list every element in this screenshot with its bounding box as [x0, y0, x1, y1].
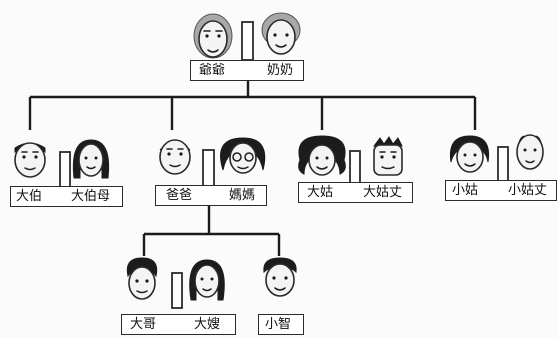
aunt-elder-couple-label-box: 大姑 大姑丈 — [298, 182, 413, 203]
dad-face-icon — [159, 139, 191, 175]
aunt-elder-face-icon — [298, 135, 346, 176]
brother-couple-divider — [171, 272, 183, 309]
uncle-label: 大伯 — [16, 189, 43, 204]
elder-brother-face-icon — [126, 257, 158, 300]
grandpa-face-icon — [193, 13, 233, 59]
aunt-elder-wife-face-icon — [72, 139, 110, 179]
grandpa-label: 爺爺 — [199, 63, 226, 78]
me-face-icon — [263, 257, 297, 297]
brother-couple-label-box: 大哥 大嫂 — [121, 314, 236, 335]
sister-in-law-label: 大嫂 — [194, 317, 221, 332]
grandma-label: 奶奶 — [267, 63, 294, 78]
parents-divider — [202, 149, 215, 187]
aunt-elder-husband-face-icon — [373, 136, 403, 176]
aunt-elder-label: 大姑 — [307, 185, 334, 200]
parents-label-box: 爸爸 媽媽 — [155, 185, 267, 206]
aunt-younger-label: 小姑 — [452, 183, 479, 198]
elder-brother-label: 大哥 — [130, 317, 157, 332]
aunt-younger-face-icon — [449, 135, 490, 173]
sister-in-law-face-icon — [189, 259, 225, 301]
uncle-couple-label-box: 大伯 大伯母 — [10, 186, 123, 207]
uncle-face-icon — [14, 142, 46, 178]
uncle-couple-divider — [59, 151, 71, 188]
mom-label: 媽媽 — [229, 188, 256, 203]
dad-label: 爸爸 — [166, 188, 193, 203]
aunt-younger-husband-label: 小姑丈 — [508, 183, 548, 198]
aunt-younger-couple-label-box: 小姑 小姑丈 — [445, 180, 557, 201]
aunt-elder-husband-label: 大姑丈 — [363, 185, 403, 200]
me-label: 小智 — [265, 317, 292, 332]
aunt-younger-couple-divider — [497, 146, 509, 182]
grandma-face-icon — [261, 12, 301, 55]
mom-face-icon — [220, 137, 266, 174]
me-label-box: 小智 — [258, 314, 304, 335]
grandparents-label-box: 爺爺 奶奶 — [190, 60, 304, 81]
grandparents-divider — [241, 21, 254, 61]
aunt-younger-husband-face-icon — [516, 134, 544, 170]
aunt-elder-couple-divider — [349, 150, 361, 186]
aunt-elder-wife-label: 大伯母 — [71, 189, 111, 204]
